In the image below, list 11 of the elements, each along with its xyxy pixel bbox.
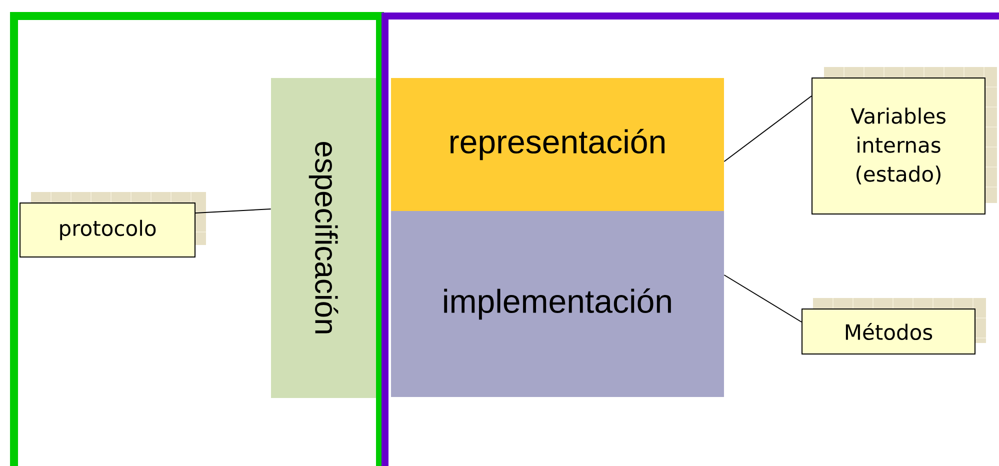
note-box: Variables internas (estado) [812,66,998,214]
note-box: Métodos [802,298,986,354]
leader-line [724,96,812,162]
section-block: implementación [391,211,724,397]
label-box: especificación [271,78,376,398]
boundary-frame [382,12,999,466]
note-box: protocolo [20,192,206,258]
boundary-frame [10,12,384,466]
section-block: representación [391,78,724,211]
leader-line [724,274,802,322]
leader-line [195,208,272,214]
